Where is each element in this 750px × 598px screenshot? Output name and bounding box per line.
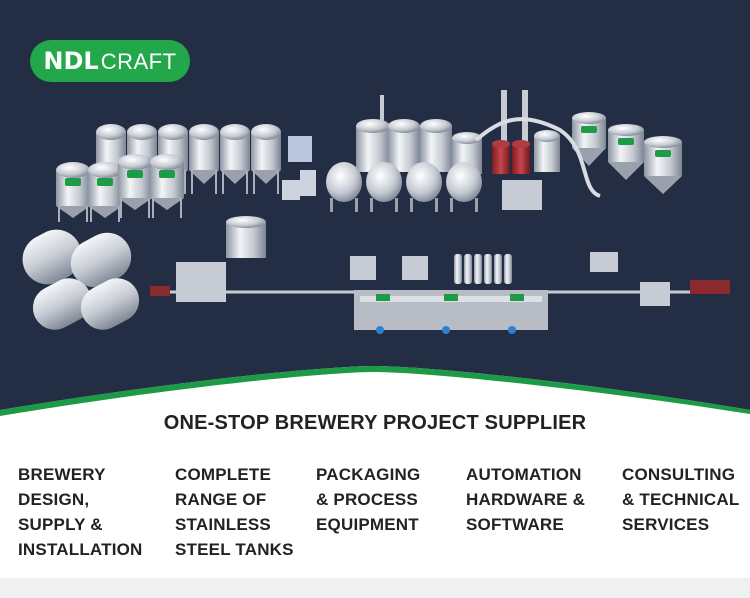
service-line: CONSULTING	[622, 465, 736, 484]
service-line: & TECHNICAL	[622, 490, 740, 509]
brewery-equipment-diagram	[0, 90, 750, 420]
curve-white	[0, 366, 750, 420]
service-line: COMPLETE	[175, 465, 272, 484]
service-column-packaging: PACKAGING & PROCESS EQUIPMENT	[316, 462, 420, 537]
fermenter-tanks-front	[56, 154, 184, 222]
service-line: HARDWARE &	[466, 490, 586, 509]
service-line: INSTALLATION	[18, 540, 143, 559]
grain-silos	[474, 112, 682, 198]
service-line: BREWERY	[18, 465, 106, 484]
service-line: STAINLESS	[175, 515, 271, 534]
service-line: RANGE OF	[175, 490, 267, 509]
footer-bar	[0, 578, 750, 598]
service-column-design: BREWERY DESIGN, SUPPLY & INSTALLATION	[18, 462, 143, 562]
service-line: SUPPLY &	[18, 515, 103, 534]
ndl-craft-logo: NDL CRAFT	[30, 40, 190, 82]
service-line: & PROCESS	[316, 490, 418, 509]
brewery-illustration: NDL CRAFT	[0, 0, 750, 420]
packaging-line	[150, 216, 730, 334]
service-column-automation: AUTOMATION HARDWARE & SOFTWARE	[466, 462, 585, 537]
service-line: EQUIPMENT	[316, 515, 419, 534]
service-line: PACKAGING	[316, 465, 421, 484]
service-line: SERVICES	[622, 515, 710, 534]
logo-word: CRAFT	[100, 49, 177, 74]
service-line: SOFTWARE	[466, 515, 564, 534]
service-line: STEEL TANKS	[175, 540, 294, 559]
service-line: DESIGN,	[18, 490, 90, 509]
service-column-consulting: CONSULTING & TECHNICAL SERVICES	[622, 462, 739, 537]
logo-mark: NDL	[43, 47, 99, 75]
horizontal-tanks	[22, 229, 140, 330]
curve-green	[0, 366, 750, 416]
service-column-tanks: COMPLETE RANGE OF STAINLESS STEEL TANKS	[175, 462, 294, 562]
headline: ONE-STOP BREWERY PROJECT SUPPLIER	[163, 412, 587, 434]
service-line: AUTOMATION	[466, 465, 582, 484]
brewhouse-vessels	[282, 90, 560, 212]
